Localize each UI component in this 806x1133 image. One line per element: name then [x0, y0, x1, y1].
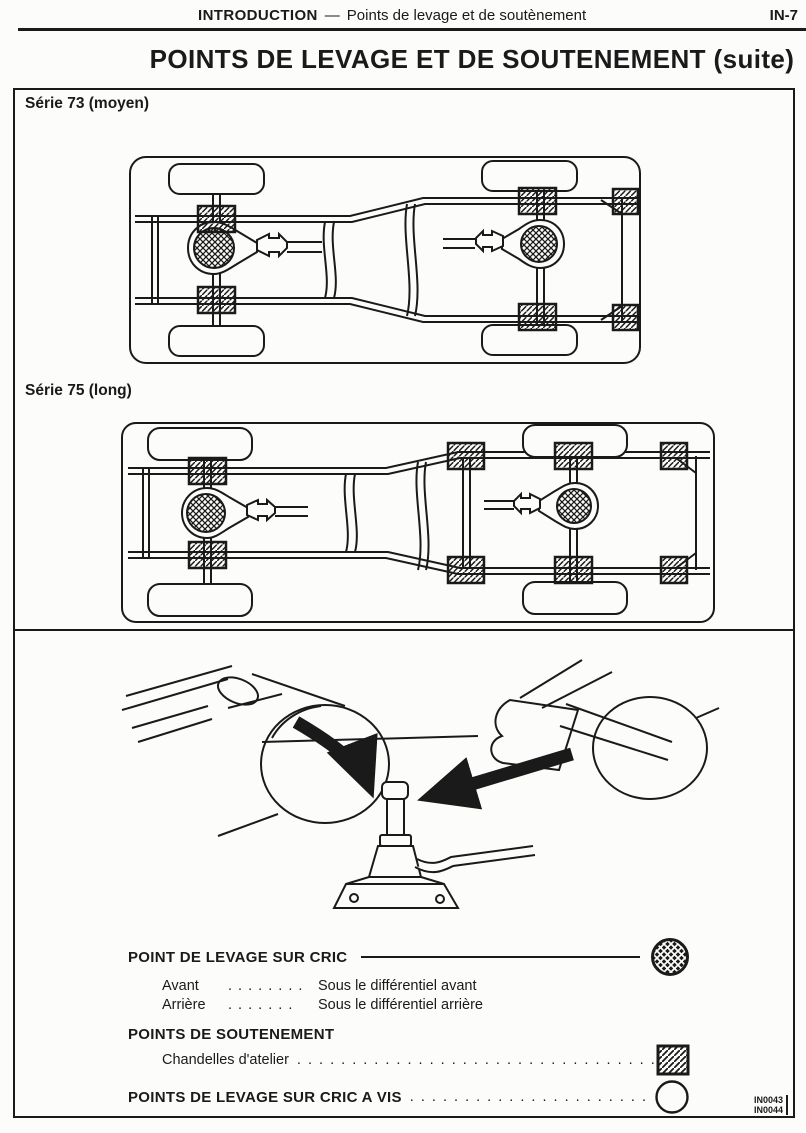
figure-box: Série 73 (moyen) — [13, 88, 795, 1118]
legend-support-header: POINTS DE SOUTENEMENT — [128, 1024, 690, 1044]
jack-point-arrows — [292, 716, 574, 810]
legend-rear-row: Arrière . . . . . . . Sous le différenti… — [128, 995, 690, 1014]
support-points-label: POINTS DE SOUTENEMENT — [128, 1025, 335, 1043]
legend-front-row: Avant . . . . . . . . Sous le différenti… — [128, 976, 690, 995]
leader-dots: . . . . . . . — [228, 996, 294, 1013]
front-label: Avant — [162, 977, 199, 994]
leader-dots: . . . . . . . . — [228, 977, 304, 994]
wheels — [168, 160, 578, 357]
legend-rule — [361, 956, 640, 958]
rear-desc: Sous le différentiel arrière — [318, 996, 483, 1013]
figure-code: IN0043 — [753, 1095, 783, 1105]
jack-usage-illustration — [121, 659, 720, 909]
screw-jack-sketch — [332, 781, 536, 909]
page-number: IN-7 — [769, 7, 798, 24]
figure-code: IN0044 — [753, 1105, 783, 1115]
figure-codes: IN0043 IN0044 — [754, 1095, 788, 1115]
leader-dots: . . . . . . . . . . . . . . . . . . . . … — [296, 1052, 656, 1068]
serie-73-label: Série 73 (moyen) — [25, 95, 150, 112]
section-divider — [15, 629, 793, 631]
rear-axle-sketch — [490, 659, 720, 800]
axle-stand-icon — [656, 1044, 690, 1076]
front-desc: Sous le différentiel avant — [318, 977, 477, 994]
jack-point-icon — [651, 938, 689, 976]
wheels — [147, 424, 628, 617]
page-title: POINTS DE LEVAGE ET DE SOUTENEMENT (suit… — [149, 44, 795, 74]
support-points — [196, 186, 640, 332]
legend-jack-point-row: POINT DE LEVAGE SUR CRIC — [128, 938, 690, 976]
page-header: INTRODUCTION — Points de levage et de sout… — [198, 7, 586, 24]
front-axle-sketch — [121, 665, 479, 837]
leader-dots: . . . . . . . . . . . . . . . . . . . . … — [409, 1089, 654, 1105]
vehicle-outline — [129, 156, 641, 364]
header-separator: — — [324, 7, 340, 24]
rear-label: Arrière — [162, 996, 206, 1013]
serie-75-label: Série 75 (long) — [25, 382, 132, 399]
serie-75-chassis-diagram — [121, 422, 715, 623]
legend-stands-row: Chandelles d'atelier . . . . . . . . . .… — [128, 1044, 690, 1076]
jack-point-label: POINT DE LEVAGE SUR CRIC — [128, 948, 348, 966]
screw-jack-point-icon — [655, 1080, 689, 1114]
header-section: INTRODUCTION — [198, 7, 318, 24]
legend: POINT DE LEVAGE SUR CRIC Avant . . . . .… — [128, 938, 690, 1114]
support-points — [187, 441, 689, 585]
screw-jack-label: POINTS DE LEVAGE SUR CRIC A VIS — [128, 1088, 402, 1106]
front-differential-jack-point — [180, 486, 308, 540]
header-rule — [18, 28, 806, 31]
vehicle-outline — [121, 422, 715, 623]
stands-label: Chandelles d'atelier — [162, 1052, 289, 1068]
rear-differential-jack-point — [443, 218, 566, 270]
serie-73-chassis-diagram — [129, 156, 641, 364]
rear-differential-jack-point — [484, 481, 600, 531]
header-subtitle: Points de levage et de soutènement — [346, 7, 587, 24]
legend-screw-jack-row: POINTS DE LEVAGE SUR CRIC A VIS . . . . … — [128, 1080, 690, 1114]
